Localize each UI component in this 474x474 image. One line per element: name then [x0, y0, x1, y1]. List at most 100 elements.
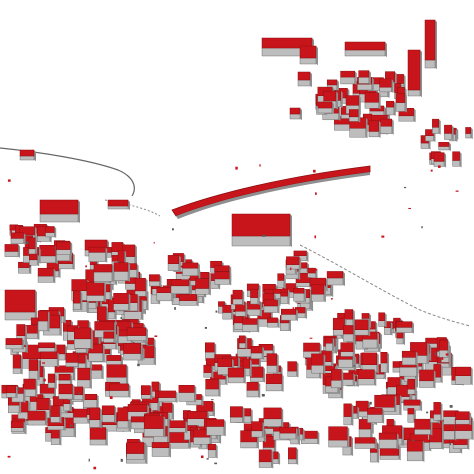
building-roof: [151, 381, 160, 392]
building-side-wall: [435, 20, 437, 69]
building-front-wall: [233, 322, 244, 330]
building-side-wall: [264, 429, 267, 443]
building-roof: [182, 262, 199, 269]
building-block: [331, 369, 344, 389]
building-block: [277, 273, 286, 289]
building-roof: [378, 312, 385, 322]
building-block: [279, 427, 298, 441]
building-roof: [279, 427, 296, 434]
building-front-wall: [420, 142, 429, 149]
building-front-wall: [19, 155, 35, 161]
building-block: [167, 255, 181, 272]
building-front-wall: [289, 113, 301, 120]
building-roof: [250, 288, 259, 298]
building-front-wall: [288, 458, 297, 465]
building-side-wall: [420, 50, 422, 97]
building-roof: [206, 419, 225, 427]
building-side-wall: [403, 74, 406, 89]
building-roof: [39, 383, 55, 394]
building-block: [65, 352, 80, 368]
building-roof: [16, 324, 26, 336]
building-roof: [158, 390, 176, 398]
building-roof: [344, 41, 386, 51]
building-roof: [246, 381, 259, 391]
building-side-wall: [242, 290, 245, 306]
building-roof: [297, 71, 311, 81]
building-side-wall: [390, 321, 393, 336]
building-side-wall: [201, 394, 204, 406]
building-front-wall: [297, 79, 311, 87]
building-front-wall: [401, 357, 416, 366]
building-front-wall: [452, 160, 460, 167]
building-front-wall: [240, 441, 258, 449]
building-side-wall: [300, 108, 302, 120]
building-roof: [127, 404, 148, 412]
building-side-wall: [34, 226, 37, 241]
building-front-wall: [50, 416, 60, 423]
building-front-wall: [89, 439, 106, 446]
map-detail-mark: [206, 458, 209, 460]
building-front-wall: [331, 380, 342, 388]
building-block: [141, 385, 153, 400]
building-block: [433, 402, 443, 422]
building-side-wall: [96, 394, 99, 409]
building-block: [103, 331, 116, 344]
building-block: [265, 373, 284, 392]
map-detail-mark: [29, 265, 32, 267]
building-side-wall: [150, 385, 153, 400]
building-block: [344, 41, 387, 57]
building-roof: [73, 408, 88, 418]
building-side-wall: [316, 46, 318, 65]
building-side-wall: [23, 387, 26, 404]
building-front-wall: [444, 133, 452, 140]
building-block: [358, 70, 371, 85]
building-front-wall: [10, 427, 24, 432]
building-block: [401, 350, 418, 366]
map-detail-mark: [85, 265, 87, 268]
building-side-wall: [194, 385, 197, 403]
building-roof: [311, 284, 325, 295]
building-block: [73, 290, 83, 311]
building-side-wall: [196, 294, 199, 307]
map-detail-mark: [174, 307, 176, 310]
building-block: [82, 393, 99, 409]
building-roof: [433, 152, 445, 162]
building-front-wall: [287, 370, 297, 377]
building-front-wall: [246, 309, 261, 316]
building-side-wall: [136, 263, 139, 279]
map-detail-mark: [431, 416, 433, 418]
building-roof: [195, 278, 210, 289]
building-roof: [361, 313, 370, 319]
building-roof: [395, 93, 406, 103]
building-roof: [82, 393, 97, 400]
building-front-wall: [307, 272, 316, 278]
map-detail-mark: [154, 335, 158, 337]
building-roof: [101, 405, 115, 415]
building-side-wall: [15, 385, 18, 399]
building-side-wall: [47, 310, 50, 332]
building-front-wall: [123, 311, 142, 320]
building-roof: [289, 107, 301, 115]
building-front-wall: [231, 235, 291, 247]
building-front-wall: [395, 102, 406, 112]
building-block: [50, 428, 62, 446]
building-side-wall: [258, 382, 261, 398]
building-front-wall: [101, 414, 115, 423]
building-front-wall: [47, 425, 64, 431]
building-side-wall: [163, 415, 166, 438]
building-side-wall: [90, 327, 93, 350]
building-roof: [425, 337, 438, 344]
building-front-wall: [88, 252, 106, 262]
building-roof: [65, 352, 79, 363]
building-block: [438, 142, 451, 151]
building-roof: [452, 151, 460, 161]
building-front-wall: [380, 362, 388, 373]
building-side-wall: [368, 319, 371, 337]
building-block: [368, 120, 381, 138]
building-roof: [367, 408, 383, 415]
building-side-wall: [114, 405, 117, 424]
map-detail-mark: [70, 424, 73, 427]
building-block: [39, 245, 58, 264]
building-block: [343, 325, 356, 343]
building-side-wall: [111, 264, 114, 283]
